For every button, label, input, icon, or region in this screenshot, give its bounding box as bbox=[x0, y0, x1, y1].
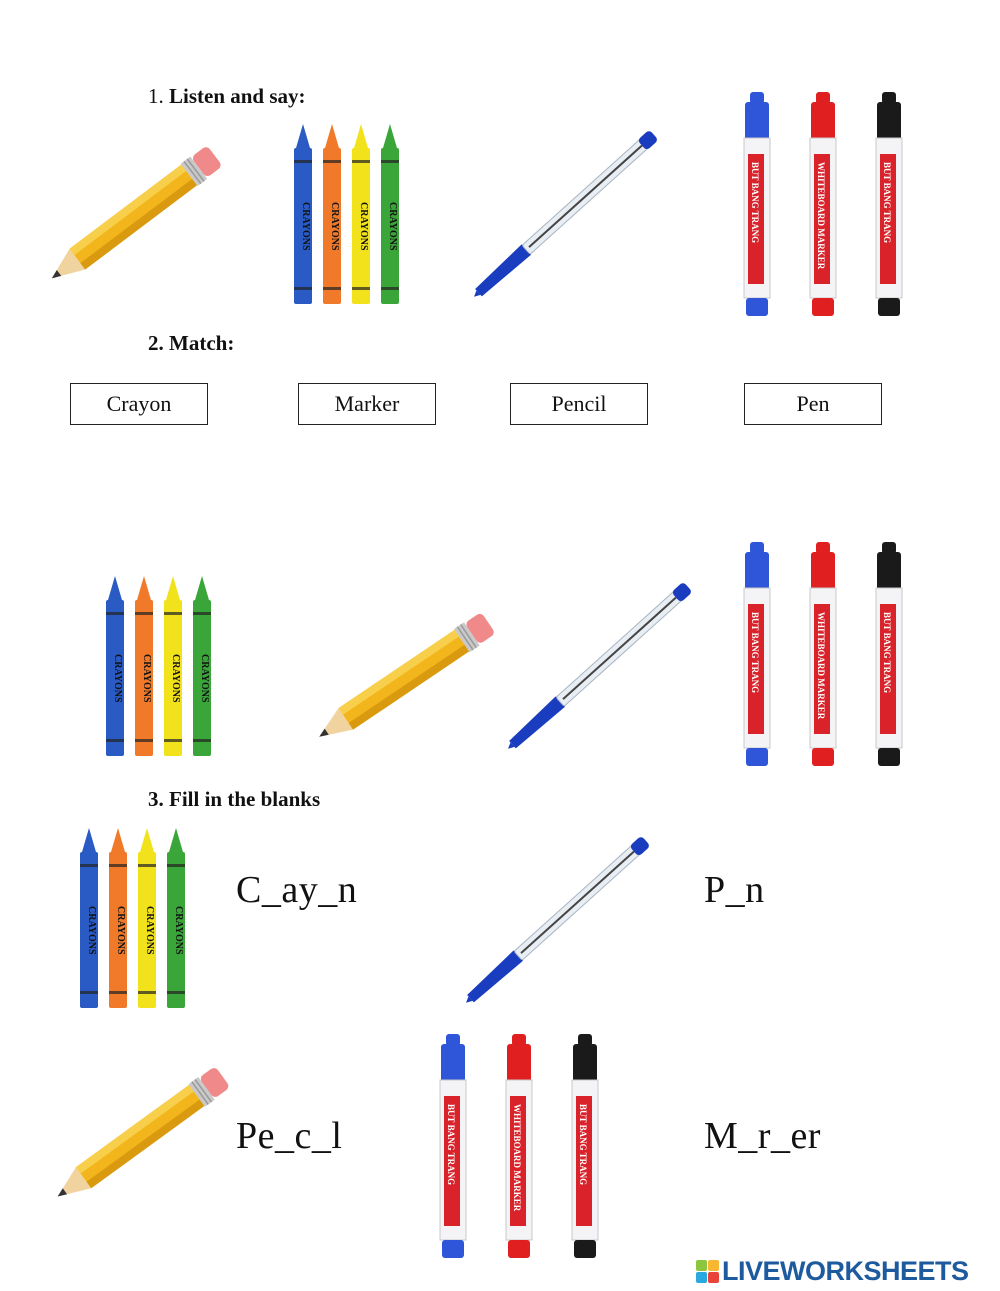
section-3-title: Fill in the blanks bbox=[169, 787, 321, 811]
crayon-label: CRAYONS bbox=[144, 906, 155, 955]
markers-image-3: BUT BANG TRANG WHITEBOARD MARKER BUT BAN… bbox=[439, 1034, 599, 1259]
crayon-label: CRAYONS bbox=[300, 202, 311, 251]
section-3-number: 3. bbox=[148, 787, 164, 811]
marker-brand-label: BUT BANG TRANG bbox=[882, 162, 892, 243]
blank-word-marker[interactable]: M_r_er bbox=[704, 1115, 821, 1157]
section-2-title: Match: bbox=[169, 331, 235, 355]
section-2-number: 2. bbox=[148, 331, 164, 355]
section-1-title: Listen and say: bbox=[169, 84, 306, 108]
liveworksheets-logo: LIVEWORKSHEETS bbox=[696, 1256, 969, 1287]
match-box-marker[interactable]: Marker bbox=[298, 383, 436, 425]
crayon-label: CRAYONS bbox=[173, 906, 184, 955]
match-box-pencil[interactable]: Pencil bbox=[510, 383, 648, 425]
crayons-image-3: CRAYONS CRAYONS CRAYONS CRAYONS bbox=[80, 828, 185, 1008]
marker-brand-label: BUT BANG TRANG bbox=[578, 1104, 588, 1185]
marker-brand-label: BUT BANG TRANG bbox=[750, 612, 760, 693]
logo-mark-icon bbox=[696, 1260, 719, 1283]
crayon-label: CRAYONS bbox=[115, 906, 126, 955]
section-2-heading: 2. Match: bbox=[148, 331, 234, 356]
markers-image-2[interactable]: BUT BANG TRANG WHITEBOARD MARKER BUT BAN… bbox=[742, 542, 912, 774]
crayon-label: CRAYONS bbox=[387, 202, 398, 251]
section-1-number: 1. bbox=[148, 84, 164, 108]
crayons-image-2[interactable]: CRAYONS CRAYONS CRAYONS CRAYONS bbox=[102, 574, 222, 764]
match-box-crayon[interactable]: Crayon bbox=[70, 383, 208, 425]
pencil-image-2[interactable] bbox=[306, 590, 496, 740]
pen-image-3 bbox=[460, 834, 652, 1006]
pen-image-1 bbox=[468, 128, 660, 300]
crayon-label: CRAYONS bbox=[112, 654, 123, 703]
logo-text: LIVEWORKSHEETS bbox=[722, 1256, 969, 1286]
crayon-label: CRAYONS bbox=[199, 654, 210, 703]
marker-alt-label: WHITEBOARD MARKER bbox=[816, 162, 826, 270]
pencil-image-3 bbox=[48, 1064, 232, 1202]
marker-alt-label: WHITEBOARD MARKER bbox=[816, 612, 826, 720]
blank-word-pen[interactable]: P_n bbox=[704, 869, 765, 911]
crayon-label: CRAYONS bbox=[86, 906, 97, 955]
section-3-heading: 3. Fill in the blanks bbox=[148, 787, 320, 812]
crayon-label: CRAYONS bbox=[329, 202, 340, 251]
crayon-label: CRAYONS bbox=[358, 202, 369, 251]
crayon-label: CRAYONS bbox=[141, 654, 152, 703]
crayons-image-1: CRAYONS CRAYONS CRAYONS CRAYONS bbox=[294, 124, 399, 304]
blank-word-crayon[interactable]: C_ay_n bbox=[236, 869, 358, 911]
section-1-heading: 1. Listen and say: bbox=[148, 84, 306, 109]
pen-image-2[interactable] bbox=[496, 552, 696, 752]
marker-alt-label: WHITEBOARD MARKER bbox=[512, 1104, 522, 1212]
crayon-label: CRAYONS bbox=[170, 654, 181, 703]
markers-image-1: BUT BANG TRANG WHITEBOARD MARKER BUT BAN… bbox=[743, 92, 903, 317]
match-box-pen[interactable]: Pen bbox=[744, 383, 882, 425]
marker-brand-label: BUT BANG TRANG bbox=[882, 612, 892, 693]
marker-brand-label: BUT BANG TRANG bbox=[446, 1104, 456, 1185]
blank-word-pencil[interactable]: Pe_c_l bbox=[236, 1115, 343, 1157]
marker-brand-label: BUT BANG TRANG bbox=[750, 162, 760, 243]
pencil-image-1 bbox=[42, 143, 224, 288]
